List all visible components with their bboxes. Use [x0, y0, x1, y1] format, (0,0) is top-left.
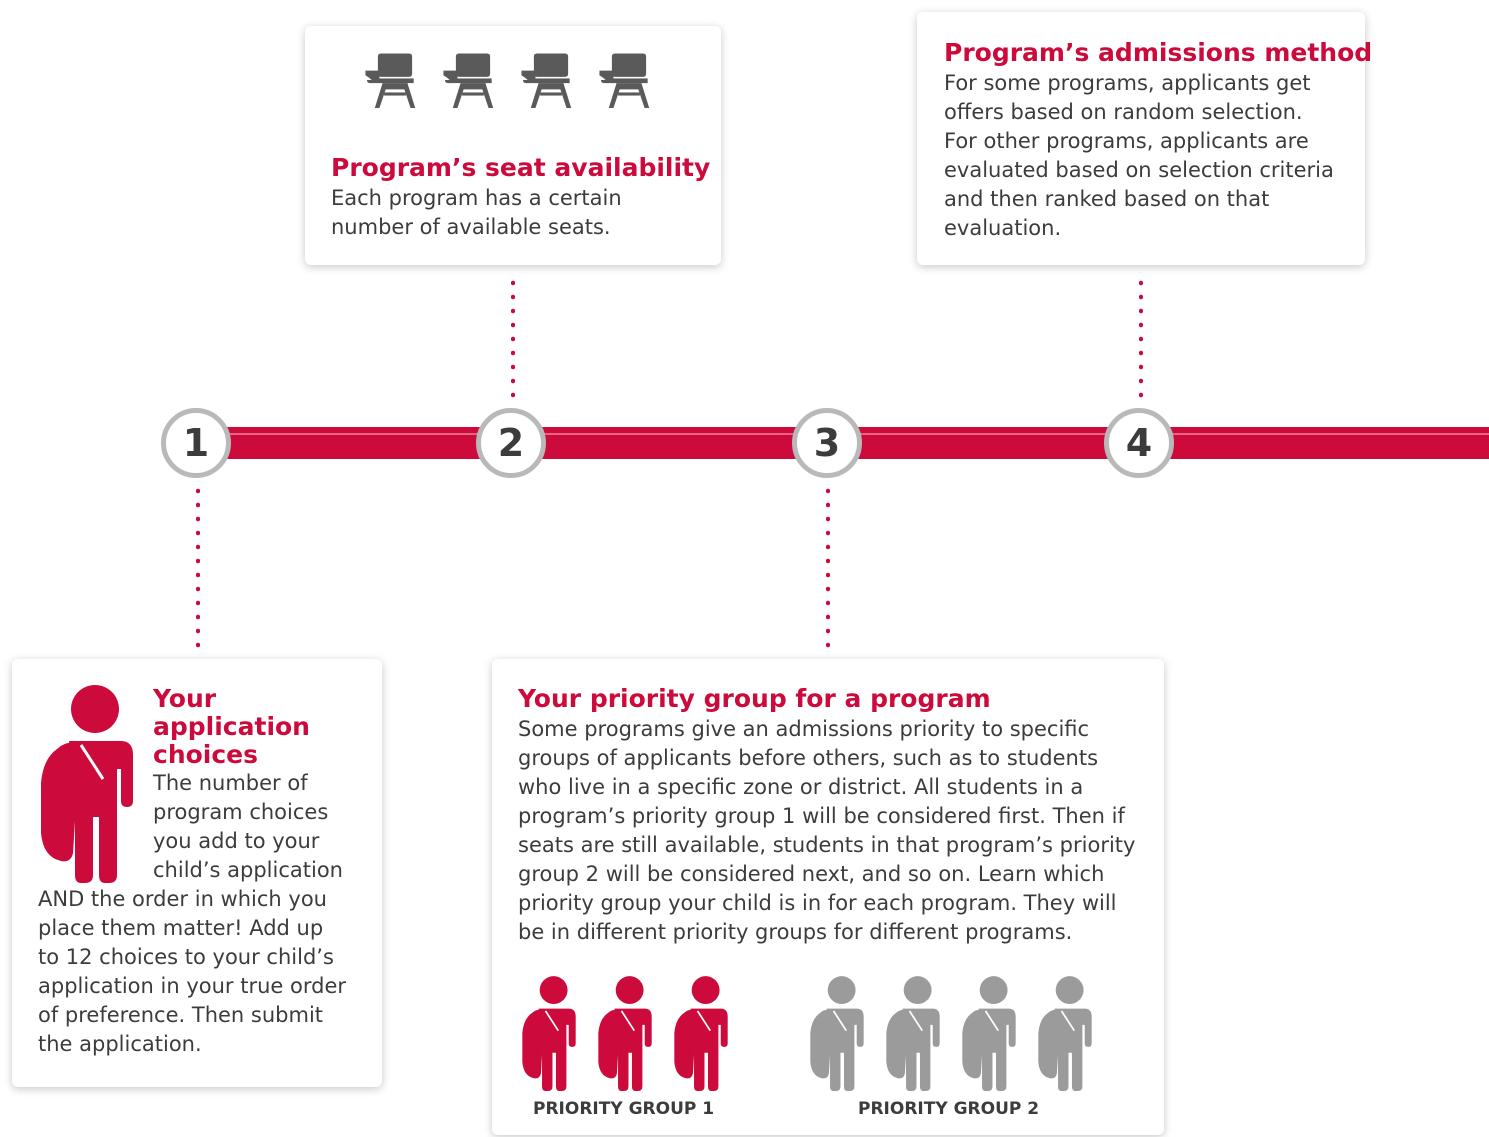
person-backpack-icon	[1034, 975, 1096, 1091]
text-line: program choices	[153, 800, 329, 824]
step-1-marker: 1	[161, 408, 231, 478]
text-line: Some programs give an admissions priorit…	[518, 717, 1090, 741]
step-4-marker: 4	[1104, 408, 1174, 478]
person-backpack-icon	[670, 975, 732, 1091]
text-line: be in different priority groups for diff…	[518, 920, 1073, 944]
text-line: child’s application	[153, 858, 343, 882]
text-line: priority group your child is in for each…	[518, 891, 1117, 915]
priority-group-title: Your priority group for a program	[518, 684, 991, 713]
text-line: AND the order in which you	[38, 887, 327, 911]
text-line: For other programs, applicants are	[944, 129, 1309, 153]
text-line: program’s priority group 1 will be consi…	[518, 804, 1125, 828]
text-line: who live in a specific zone or district.…	[518, 775, 1084, 799]
application-choices-card: Your application choices The number of p…	[12, 659, 382, 1087]
seat-availability-card: Program’s seat availability Each program…	[305, 26, 721, 265]
connector-step-1	[196, 484, 200, 652]
text-line: group 2 will be considered next, and so …	[518, 862, 1105, 886]
seat-availability-text: Each program has a certain number of ava…	[331, 184, 622, 242]
seat-availability-title: Program’s seat availability	[331, 153, 711, 182]
title-line: Your	[153, 684, 217, 713]
desk-chair-icon	[519, 52, 583, 108]
priority-group-2-label: PRIORITY GROUP 2	[858, 1099, 1040, 1119]
priority-group-1-label: PRIORITY GROUP 1	[533, 1099, 715, 1119]
desk-chair-icon	[441, 52, 505, 108]
title-line: choices	[153, 740, 259, 769]
person-backpack-icon	[594, 975, 656, 1091]
priority-group-card: Your priority group for a program Some p…	[492, 659, 1164, 1135]
text-line: seats are still available, students in t…	[518, 833, 1136, 857]
step-1-number: 1	[182, 421, 210, 465]
application-choices-title: Your application choices	[153, 685, 310, 769]
person-backpack-icon	[806, 975, 868, 1091]
step-3-number: 3	[813, 421, 841, 465]
step-4-number: 4	[1125, 421, 1153, 465]
text-line: evaluated based on selection criteria	[944, 158, 1334, 182]
text-line: offers based on random selection.	[944, 100, 1303, 124]
priority-group-text: Some programs give an admissions priorit…	[518, 715, 1135, 947]
seat-icons	[363, 52, 661, 108]
text-line: you add to your	[153, 829, 320, 853]
text-line: evaluation.	[944, 216, 1062, 240]
admissions-method-card: Program’s admissions method For some pro…	[917, 12, 1372, 265]
application-choices-text: AND the order in which you place them ma…	[38, 885, 346, 1059]
desk-chair-icon	[363, 52, 427, 108]
text-line: of preference. Then submit	[38, 1003, 324, 1027]
connector-step-3	[826, 484, 830, 652]
text-line: number of available seats.	[331, 215, 611, 239]
connector-step-2	[511, 276, 515, 398]
text-line: groups of applicants before others, such…	[518, 746, 1099, 770]
person-backpack-icon	[518, 975, 580, 1091]
text-line: the application.	[38, 1032, 202, 1056]
text-line: place them matter! Add up	[38, 916, 324, 940]
title-line: application	[153, 712, 310, 741]
step-3-marker: 3	[792, 408, 862, 478]
text-line: Each program has a certain	[331, 186, 622, 210]
person-backpack-icon	[958, 975, 1020, 1091]
step-2-marker: 2	[476, 408, 546, 478]
text-line: application in your true order	[38, 974, 346, 998]
connector-step-4	[1139, 276, 1143, 398]
text-line: and then ranked based on that	[944, 187, 1270, 211]
text-line: The number of	[153, 771, 308, 795]
desk-chair-icon	[597, 52, 661, 108]
step-2-number: 2	[497, 421, 525, 465]
person-backpack-icon	[882, 975, 944, 1091]
admissions-method-text: For some programs, applicants get offers…	[944, 69, 1334, 243]
application-choices-side-text: The number of program choices you add to…	[153, 769, 343, 885]
person-backpack-icon	[36, 683, 138, 883]
admissions-method-title: Program’s admissions method	[944, 38, 1373, 67]
text-line: to 12 choices to your child’s	[38, 945, 334, 969]
text-line: For some programs, applicants get	[944, 71, 1311, 95]
